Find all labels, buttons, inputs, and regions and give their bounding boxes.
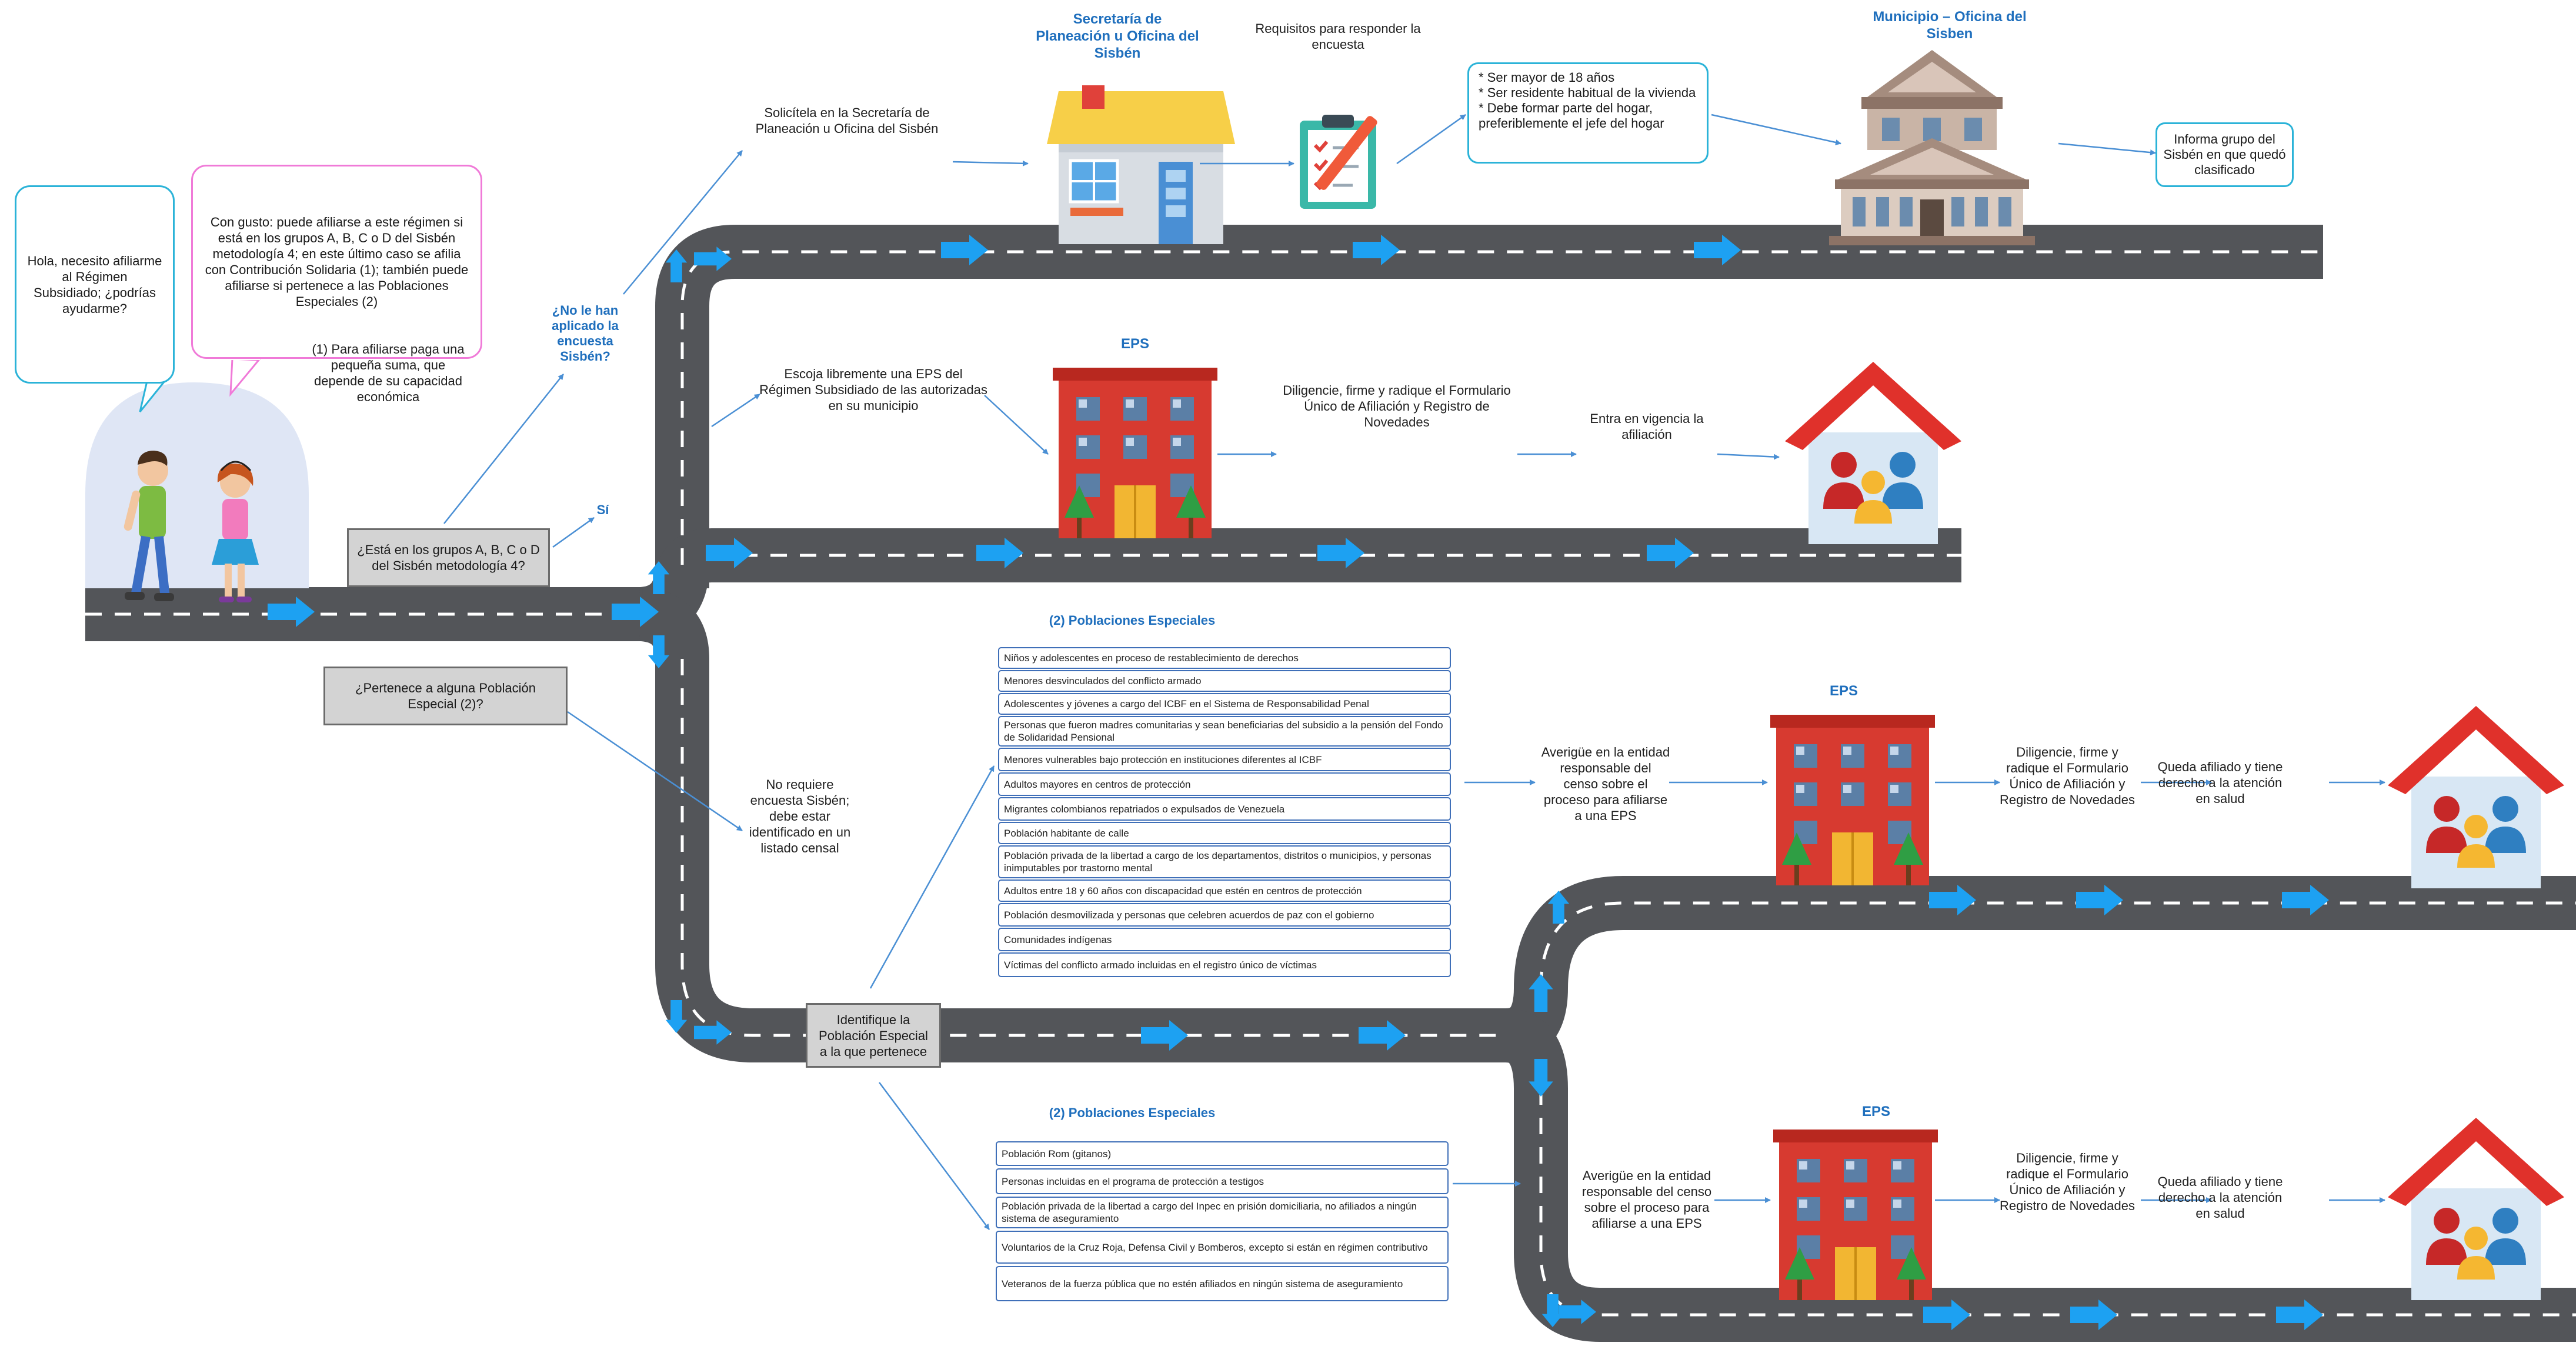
agent-speech-bubble: Con gusto: puede afiliarse a este régime…: [191, 165, 482, 359]
user-bubble-text: Hola, necesito afiliarme al Régimen Subs…: [27, 253, 162, 316]
diligencie-text: Diligencie, firme y radique el Formulari…: [1283, 383, 1511, 429]
list1-title: (2) Poblaciones Especiales: [1049, 613, 1216, 628]
requisito-item: * Debe formar parte del hogar, preferibl…: [1479, 101, 1664, 131]
requisitos-box: * Ser mayor de 18 años * Ser residente h…: [1467, 62, 1709, 164]
eps-label-3: EPS: [1861, 1104, 1891, 1120]
eps-label-1: EPS: [1120, 336, 1150, 352]
question-poblacion-especial: ¿Pertenece a alguna Población Especial (…: [323, 667, 568, 725]
list-item: Niños y adolescentes en proceso de resta…: [998, 647, 1451, 669]
clipboard-icon: [1294, 109, 1400, 209]
requisito-item: * Ser residente habitual de la vivienda: [1479, 85, 1696, 100]
list-item: Migrantes colombianos repatriados o expu…: [998, 797, 1451, 821]
list-item: Personas que fueron madres comunitarias …: [998, 716, 1451, 747]
eps-building-icon: [1053, 368, 1217, 538]
averigue-text-1: Averigüe en la entidad responsable del c…: [1541, 745, 1670, 823]
family-home-icon: [2388, 1118, 2564, 1300]
list-item: Veteranos de la fuerza pública que no es…: [996, 1266, 1449, 1301]
secretaria-title: Secretaría de Planeación u Oficina del S…: [1036, 11, 1199, 61]
list-item: Personas incluidas en el programa de pro…: [996, 1168, 1449, 1194]
agent-bubble-text: Con gusto: puede afiliarse a este régime…: [205, 215, 469, 309]
vigencia-text: Entra en vigencia la afiliación: [1590, 411, 1704, 442]
label-no-encuesta: ¿No le han aplicado la encuesta Sisbén?: [552, 303, 619, 364]
solicitela-text: Solicítela en la Secretaría de Planeació…: [755, 105, 939, 136]
woman-icon: [212, 462, 259, 606]
man-icon: [124, 453, 176, 606]
informa-box: Informa grupo del Sisbén en que quedó cl…: [2155, 122, 2294, 187]
label-si: Sí: [596, 502, 609, 517]
queda-text-2: Queda afiliado y tiene derecho a la aten…: [2157, 1174, 2283, 1221]
contribution-note: (1) Para afiliarse paga una pequeña suma…: [312, 342, 465, 404]
question-grupos-sisben: ¿Está en los grupos A, B, C o D del Sisb…: [347, 528, 550, 587]
list-item: Menores vulnerables bajo protección en i…: [998, 748, 1451, 771]
queda-text-1: Queda afiliado y tiene derecho a la aten…: [2157, 759, 2283, 806]
requisito-item: * Ser mayor de 18 años: [1479, 70, 1615, 85]
list-item: Víctimas del conflicto armado incluidas …: [998, 952, 1451, 977]
list-item: Población Rom (gitanos): [996, 1141, 1449, 1166]
family-home-icon: [2388, 706, 2564, 888]
house-icon: [1035, 85, 1247, 244]
municipal-building-icon: [1829, 50, 2035, 247]
list-item: Menores desvinculados del conflicto arma…: [998, 670, 1451, 692]
no-requiere-text: No requiere encuesta Sisbén; debe estar …: [749, 777, 851, 855]
identify-population-box: Identifique la Población Especial a la q…: [806, 1003, 941, 1068]
list-item: Población privada de la libertad a cargo…: [996, 1197, 1449, 1228]
diligencie-text-2: Diligencie, firme y radique el Formulari…: [2000, 1151, 2135, 1213]
escoja-text: Escoja libremente una EPS del Régimen Su…: [759, 367, 987, 413]
eps-building-icon: [1770, 715, 1935, 885]
list-item: Población privada de la libertad a cargo…: [998, 845, 1451, 878]
family-home-icon: [1785, 362, 1961, 544]
user-speech-bubble: Hola, necesito afiliarme al Régimen Subs…: [15, 185, 175, 384]
list-item: Adultos mayores en centros de protección: [998, 772, 1451, 796]
list-item: Adolescentes y jóvenes a cargo del ICBF …: [998, 693, 1451, 715]
list-item: Población desmovilizada y personas que c…: [998, 903, 1451, 927]
requisitos-title: Requisitos para responder la encuesta: [1255, 21, 1421, 52]
municipio-title: Municipio – Oficina del Sisben: [1873, 9, 2027, 42]
list-item: Población habitante de calle: [998, 822, 1451, 844]
list-item: Adultos entre 18 y 60 años con discapaci…: [998, 879, 1451, 902]
list2-title: (2) Poblaciones Especiales: [1049, 1105, 1216, 1120]
averigue-text-2: Averigüe en la entidad responsable del c…: [1581, 1168, 1712, 1231]
diligencie-text-1: Diligencie, firme y radique el Formulari…: [2000, 745, 2135, 807]
eps-label-2: EPS: [1829, 683, 1858, 699]
list-item: Comunidades indígenas: [998, 928, 1451, 951]
eps-building-icon: [1773, 1130, 1938, 1300]
list-item: Voluntarios de la Cruz Roja, Defensa Civ…: [996, 1231, 1449, 1264]
